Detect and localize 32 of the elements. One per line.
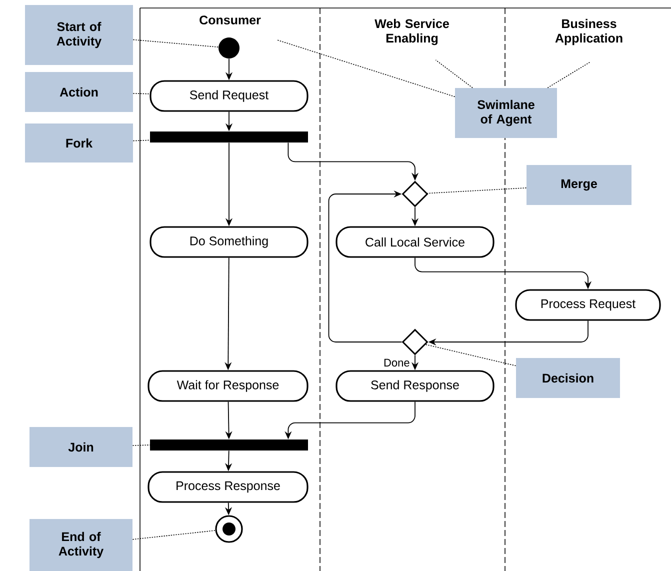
leader-line (427, 187, 527, 194)
callout-box: Action (25, 72, 133, 112)
edge-label: Done (382, 358, 411, 368)
leader-line (132, 444, 150, 446)
leader-line (276, 40, 456, 98)
action-box: Send Request (150, 80, 308, 112)
callout-box: Swimlane of Agent (455, 88, 557, 138)
leader-line (547, 62, 591, 88)
arrow (328, 190, 402, 342)
callout-box: Start of Activity (25, 5, 133, 65)
callout-box: End of Activity (30, 519, 132, 571)
leader-line (435, 60, 473, 88)
end-node (215, 515, 243, 543)
lane-header: Business Application (555, 18, 622, 46)
callout-box: Merge (526, 165, 632, 205)
action-box: Send Response (336, 370, 494, 402)
action-box: Process Response (148, 471, 308, 503)
callout-box: Join (30, 427, 132, 467)
callout-box: Fork (25, 124, 133, 162)
action-box: Wait for Response (148, 370, 308, 402)
lane-header: Consumer (200, 16, 261, 24)
lane-header: Web Service Enabling (374, 18, 449, 46)
start-node (218, 38, 240, 58)
callout-box: Decision (516, 358, 620, 398)
leader-line (132, 93, 150, 94)
leader-line (132, 39, 219, 48)
leader-line (425, 344, 516, 366)
action-box: Call Local Service (336, 226, 494, 258)
leader-line (132, 140, 150, 142)
leader-line (132, 530, 216, 540)
action-box: Process Request (515, 289, 661, 321)
action-box: Do Something (150, 226, 308, 258)
